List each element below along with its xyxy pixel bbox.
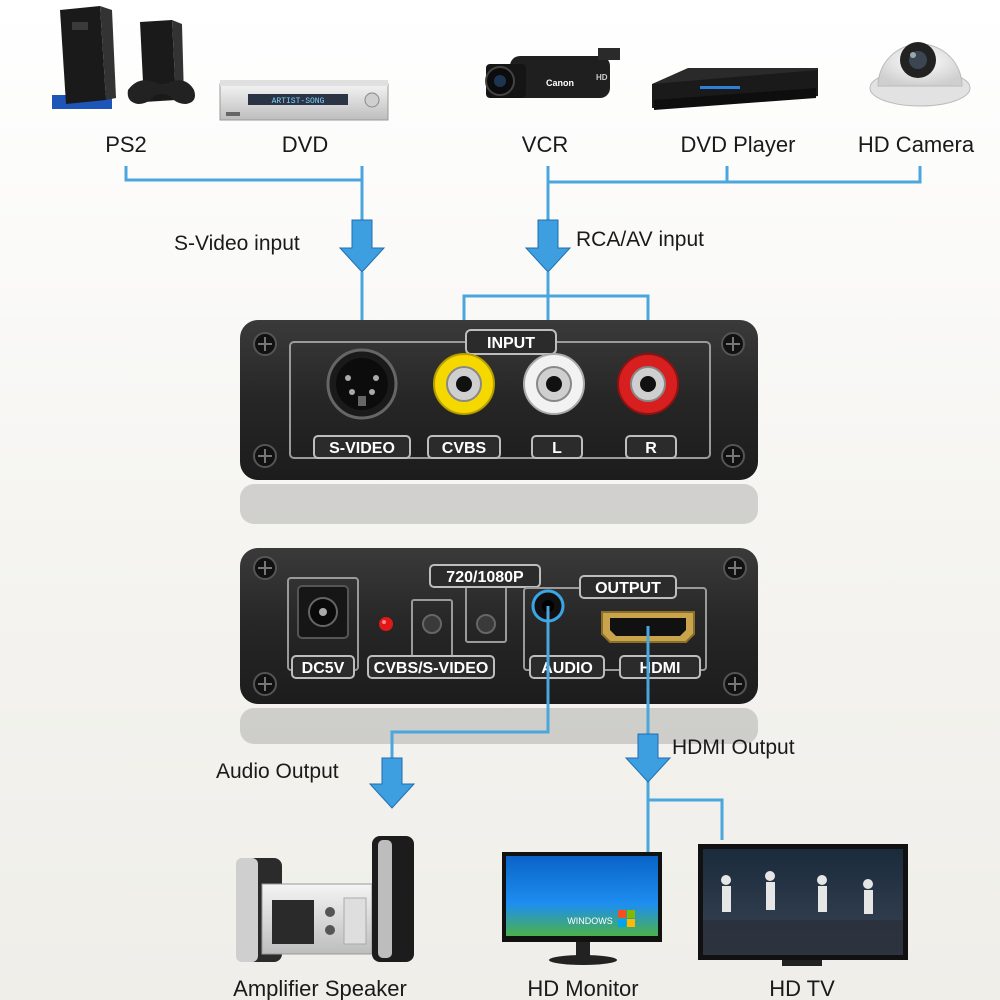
hdmi-output-label: HDMI Output xyxy=(672,736,795,759)
input-connection-lines xyxy=(124,166,922,220)
input-panel: INPUT S-VIDEO CVB xyxy=(240,320,758,524)
svideo-input-arrow xyxy=(338,219,386,273)
camcorder-hd-badge: HD xyxy=(596,73,608,82)
label-hdmi: HDMI xyxy=(640,660,681,677)
label-dvd-player: DVD Player xyxy=(681,132,796,157)
label-amplifier-speaker: Amplifier Speaker xyxy=(233,976,407,1000)
audio-output-label: Audio Output xyxy=(216,760,339,783)
label-dc5v: DC5V xyxy=(302,660,345,677)
port-label-svideo: S-VIDEO xyxy=(329,440,395,457)
output-panel: DC5V CVBS/S-VIDEO 720/1080P OUTPUT AUDIO xyxy=(240,548,758,744)
cvbs-port[interactable] xyxy=(433,353,495,415)
port-label-l: L xyxy=(552,440,562,457)
audio-r-port[interactable] xyxy=(617,353,679,415)
label-hd-tv: HD TV xyxy=(769,976,835,1000)
audio-output-arrow xyxy=(368,757,416,809)
label-hd-monitor: HD Monitor xyxy=(527,976,638,1000)
hdmi-output-arrow xyxy=(624,733,672,783)
output-panel-title: OUTPUT xyxy=(595,580,661,597)
label-hd-camera: HD Camera xyxy=(858,132,975,157)
svideo-input-label: S-Video input xyxy=(174,232,300,255)
rca-av-input-label: RCA/AV input xyxy=(576,228,704,251)
label-ps2: PS2 xyxy=(105,132,147,157)
ps2-console-icon xyxy=(52,6,195,109)
label-mode-switch: CVBS/S-VIDEO xyxy=(374,660,489,677)
dvd-player-icon xyxy=(652,68,818,110)
label-vcr: VCR xyxy=(522,132,568,157)
dc-power-jack[interactable] xyxy=(297,585,349,639)
input-panel-title: INPUT xyxy=(487,335,535,352)
label-resolution: 720/1080P xyxy=(446,569,524,586)
dvd-receiver-icon: ARTIST-SONG xyxy=(219,80,389,121)
hd-monitor-icon: WINDOWS xyxy=(502,852,662,965)
camcorder-brand-text: Canon xyxy=(546,78,574,88)
mode-switch-button[interactable] xyxy=(422,614,442,634)
port-label-cvbs: CVBS xyxy=(442,440,487,457)
resolution-switch-button[interactable] xyxy=(476,614,496,634)
rca-input-arrow xyxy=(524,219,572,273)
dvd-display-text: ARTIST-SONG xyxy=(272,97,325,106)
camcorder-icon: Canon HD xyxy=(485,48,620,98)
label-audio: AUDIO xyxy=(541,660,593,677)
hd-tv-icon xyxy=(698,844,908,966)
power-led xyxy=(379,617,393,631)
amplifier-speaker-icon xyxy=(236,836,414,962)
svideo-port[interactable] xyxy=(326,348,398,420)
label-dvd: DVD xyxy=(282,132,328,157)
output-connection-lines xyxy=(390,606,724,856)
dome-camera-icon xyxy=(869,42,971,107)
port-label-r: R xyxy=(645,440,657,457)
monitor-screen-text: WINDOWS xyxy=(567,916,613,926)
audio-l-port[interactable] xyxy=(523,353,585,415)
